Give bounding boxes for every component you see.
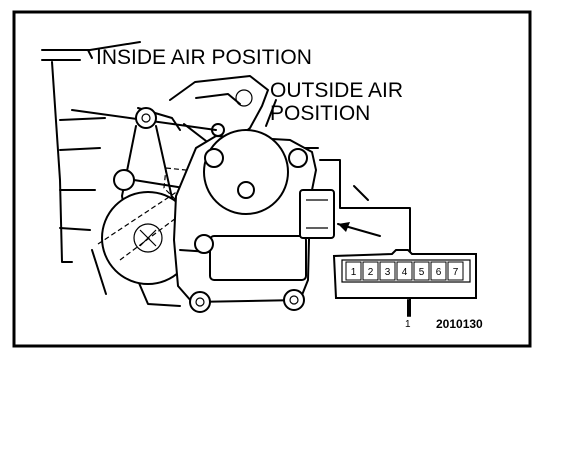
figure-frame bbox=[12, 10, 532, 348]
connector-pin-number: 2 bbox=[368, 267, 374, 278]
connector-pin-cell bbox=[379, 261, 396, 281]
connector-pin-cell bbox=[430, 261, 447, 281]
connector-pin-cell bbox=[413, 261, 430, 281]
outside-air-label-line1: OUTSIDE AIR bbox=[270, 79, 403, 102]
connector-pin-number: 7 bbox=[453, 267, 459, 278]
connector-pin-cell bbox=[345, 261, 362, 281]
connector-pin-cell bbox=[396, 261, 413, 281]
connector-pin-cell bbox=[362, 261, 379, 281]
motor-actuator bbox=[172, 129, 335, 313]
connector-pin-number: 4 bbox=[402, 267, 408, 278]
figure-code: 2010130 bbox=[436, 317, 483, 331]
connector-pin-number: 3 bbox=[385, 267, 391, 278]
outside-air-label-line2: POSITION bbox=[270, 102, 370, 125]
connector-pin-number: 6 bbox=[436, 267, 442, 278]
connector-pin-number: 5 bbox=[419, 267, 425, 278]
connector-pin-number: 1 bbox=[351, 267, 357, 278]
connector-pin-cell bbox=[447, 261, 464, 281]
pivot-arm bbox=[97, 107, 241, 285]
connector-pin-callout: 1 bbox=[405, 319, 411, 330]
inside-air-label: INSIDE AIR POSITION bbox=[96, 46, 312, 69]
leader-lines bbox=[87, 49, 381, 237]
